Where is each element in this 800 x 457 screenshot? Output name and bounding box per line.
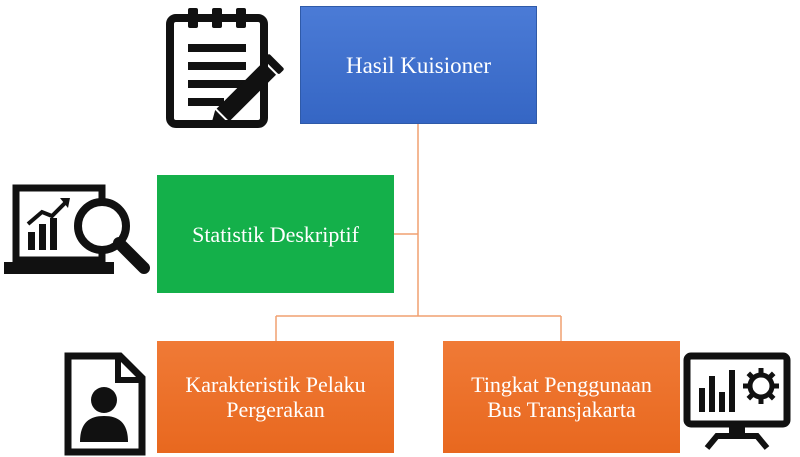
monitor-chart-settings-icon	[683, 352, 791, 450]
node-karakteristik-line2: Pergerakan	[226, 397, 325, 422]
node-karakteristik-pelaku: Karakteristik Pelaku Pergerakan	[157, 341, 394, 453]
node-hasil-kuisioner-label: Hasil Kuisioner	[345, 52, 491, 78]
node-tingkat-line2: Bus Transjakarta	[487, 397, 636, 422]
node-karakteristik-line1: Karakteristik Pelaku	[185, 372, 366, 397]
laptop-analytics-icon	[4, 184, 150, 274]
node-hasil-kuisioner: Hasil Kuisioner	[300, 6, 537, 124]
clipboard-pencil-icon	[166, 8, 284, 128]
node-statistik-deskriptif-label: Statistik Deskriptif	[192, 221, 359, 247]
node-tingkat-line1: Tingkat Penggunaan	[471, 372, 652, 397]
node-tingkat-penggunaan: Tingkat Penggunaan Bus Transjakarta	[443, 341, 680, 453]
user-document-icon	[64, 352, 146, 456]
node-statistik-deskriptif: Statistik Deskriptif	[157, 175, 394, 293]
